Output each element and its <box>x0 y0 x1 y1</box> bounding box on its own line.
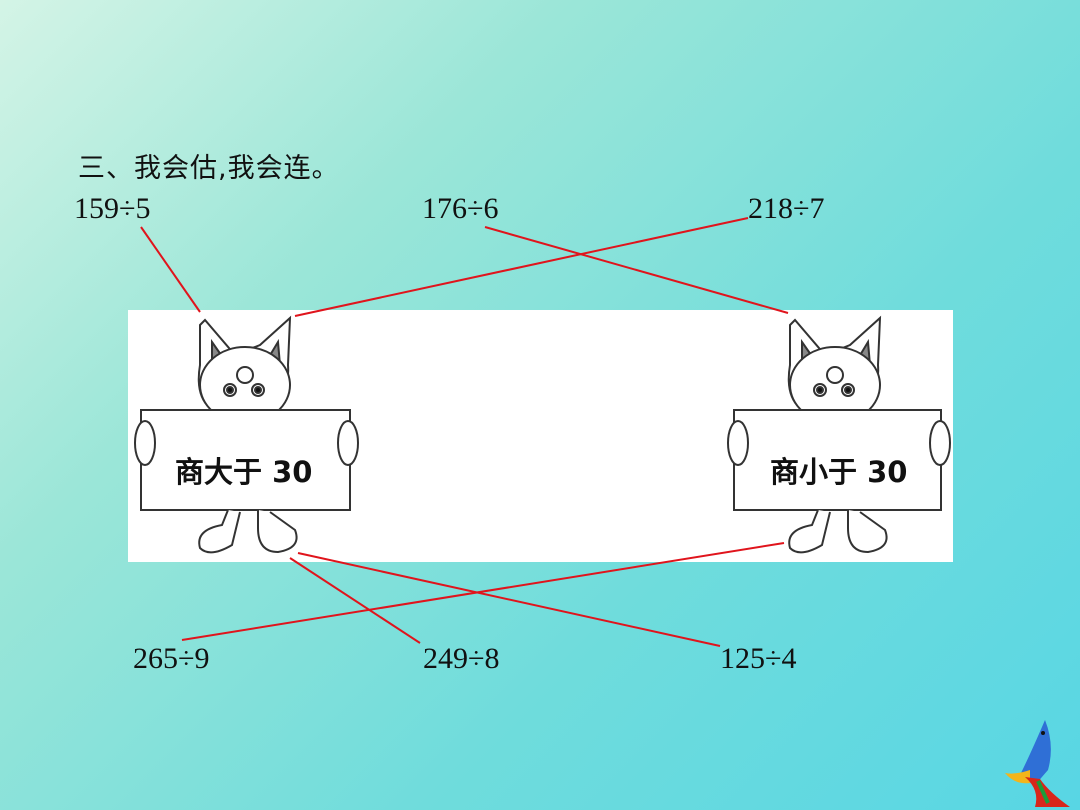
line-249-to-left <box>289 557 421 644</box>
expression-218-div-7[interactable]: 218÷7 <box>748 192 825 225</box>
mascot-left <box>134 315 359 554</box>
line-265-to-right <box>181 542 785 641</box>
expression-125-div-4[interactable]: 125÷4 <box>720 642 797 675</box>
line-176-to-right <box>484 226 789 314</box>
expression-249-div-8[interactable]: 249÷8 <box>423 642 500 675</box>
expression-176-div-6[interactable]: 176÷6 <box>422 192 499 225</box>
expression-159-div-5[interactable]: 159÷5 <box>74 192 151 225</box>
parrot-icon <box>1005 720 1070 807</box>
exercise-title: 三、我会估,我会连。 <box>78 153 340 184</box>
line-125-to-left <box>297 552 721 647</box>
line-218-to-left <box>294 217 749 317</box>
sign-quotient-less-than-30: 商小于 30 <box>770 455 908 489</box>
answer-lines <box>140 217 789 647</box>
mascot-right <box>727 315 951 554</box>
line-159-to-left <box>140 226 201 313</box>
expression-265-div-9[interactable]: 265÷9 <box>133 642 210 675</box>
sign-quotient-greater-than-30: 商大于 30 <box>175 455 313 489</box>
